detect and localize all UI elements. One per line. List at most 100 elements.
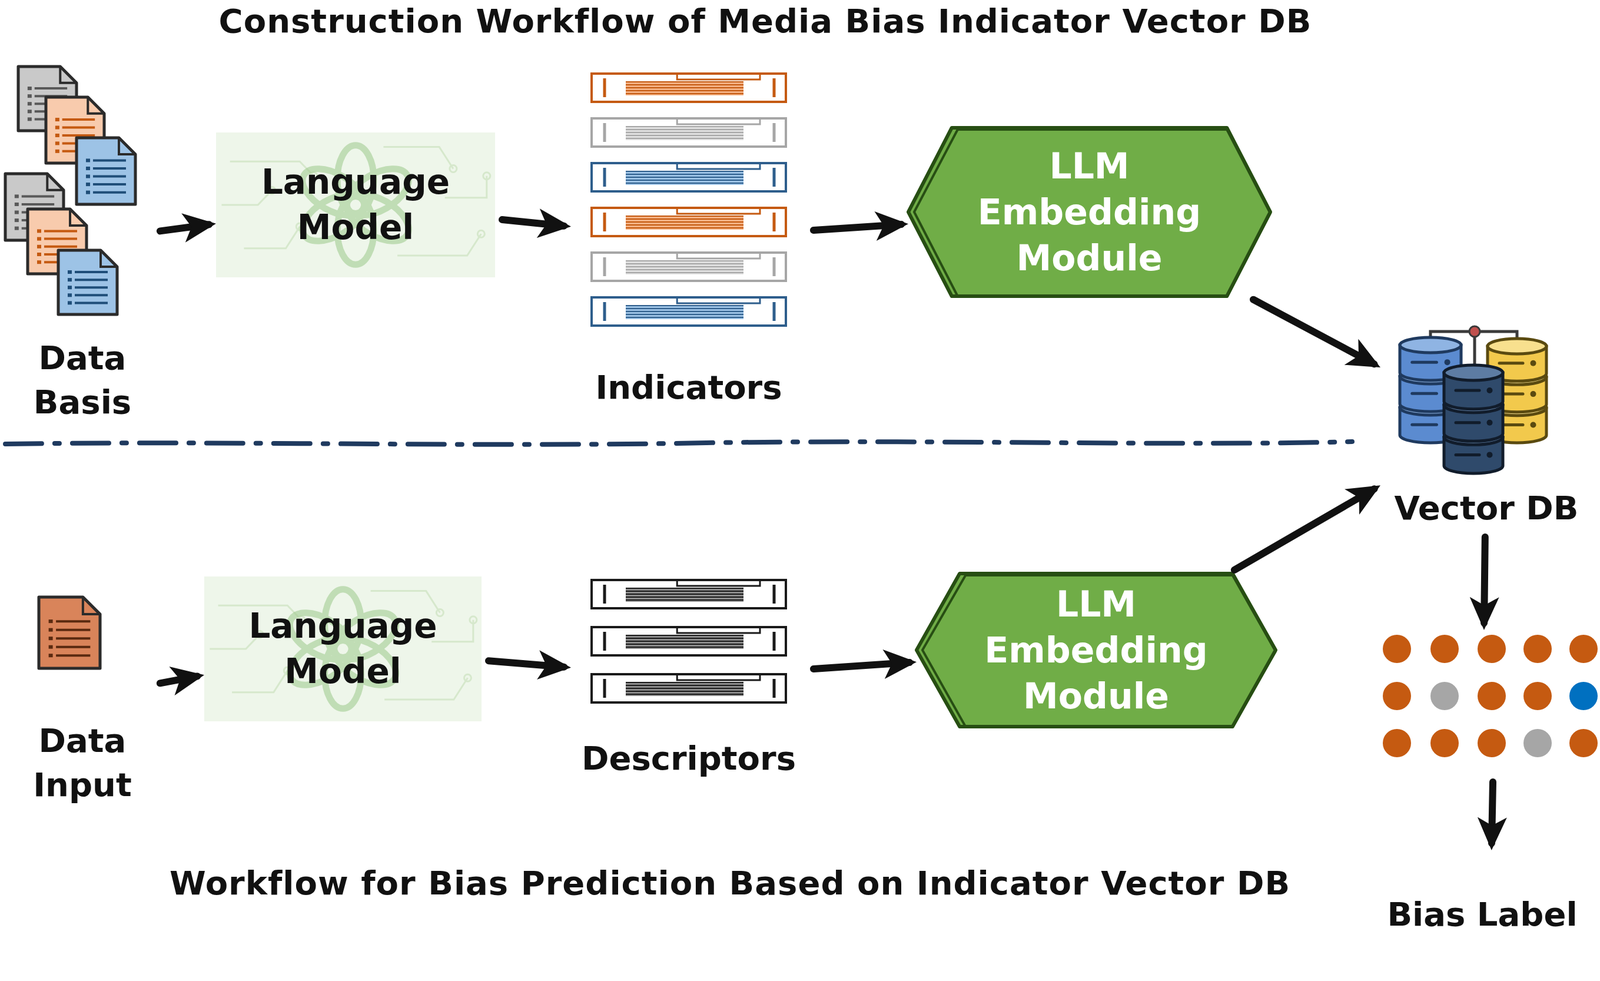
text-holder: Language Model [216,132,496,278]
indicator-strip [591,626,786,656]
strip-bar [603,584,607,604]
text-holder: Data Basis [11,336,154,424]
circuit-trace [243,226,300,249]
text-bullet [85,158,91,162]
text-line [55,636,91,640]
strip-fill [625,81,744,96]
descriptor-stack: Descriptors [571,573,807,780]
section-heading: Workflow for Bias Prediction Based on In… [52,862,1407,903]
database-cylinder [1444,364,1503,474]
strip-fill [625,587,744,602]
strip-hatch [625,227,744,229]
strip-fill [625,125,744,141]
text-bullet [85,166,91,171]
strip-bar [603,631,607,651]
text-line [21,203,55,206]
cylinder-stripe [1412,423,1437,427]
strip-notch [676,208,760,214]
page-fold [83,596,101,614]
strip-bar [772,257,776,277]
node-label: Descriptors [571,736,807,780]
strip-bar [772,631,776,651]
strip-bar [772,123,776,142]
indicator-strip [591,207,786,237]
node-label: Data Input [11,718,154,807]
text-bullet [55,133,60,138]
cylinder-light [1444,359,1451,365]
prediction-dot [1569,728,1598,758]
hexagon-sketch [922,575,1276,727]
strip-hatch [625,179,744,181]
document-sheet [58,250,118,315]
strip-bar [772,678,776,698]
text-line [44,229,78,232]
strip-hatch [625,137,744,139]
circuit-pattern [221,147,490,257]
strip-hatch [625,131,744,134]
node-label: Language Model [239,159,472,251]
model-backdrop [216,132,496,278]
strip-hatch [625,90,744,92]
page-fold [60,66,77,84]
model-backdrop [204,576,482,722]
language-model-box: Language Model [216,132,496,278]
text-bullet [37,228,42,233]
flow-arrow [488,660,564,667]
indicator-strip [591,674,786,703]
strip-bar [772,301,776,321]
node-label: LLM Embedding Module [966,143,1214,281]
cylinder-light [1530,421,1537,428]
bias-output: Bias Label [1364,629,1600,936]
strip-hatch [625,316,744,318]
prediction-dot [1569,681,1598,710]
strip-notch [676,74,760,80]
prediction-dot [1523,681,1552,710]
text-holder: Data Input [11,718,154,807]
strip-bar [603,78,607,98]
strip-bar [603,123,607,142]
strip-notch [676,675,760,680]
strip-hatch [625,590,744,592]
text-bullet [55,125,60,130]
strip-hatch [625,224,744,226]
strip-hatch [625,693,744,695]
prediction-dot [1477,634,1506,663]
strip-bar [603,167,607,187]
node-label: LLM Embedding Module [972,581,1220,719]
text-bullet [85,182,91,187]
prediction-dot [1382,681,1412,710]
text-line [62,118,95,121]
strip-fill [625,634,744,649]
prediction-dot [1382,634,1412,663]
strip-frame [591,252,786,281]
strip-hatch [625,81,744,83]
text-bullet [67,300,72,305]
indicator-strip [591,118,786,147]
strip-bar [603,678,607,698]
prediction-dot [1523,634,1552,663]
strip-hatch [625,304,744,307]
node-label: Bias Label [1364,892,1600,936]
strip-hatch [625,643,744,645]
strip-hatch [625,313,744,315]
text-bullet [48,636,53,640]
prediction-dot [1430,634,1459,663]
text-line [93,183,126,186]
document-sheet [76,137,136,205]
strip-bar [603,212,607,232]
text-bullet [48,653,53,657]
strip-bar [772,78,776,98]
circuit-trace [231,670,288,693]
text-line [62,134,95,137]
indicator-strip [591,163,786,192]
strip-hatch [625,640,744,642]
text-holder: Bias Label [1364,892,1600,936]
node-label: Data Basis [11,336,154,424]
strip-notch [676,628,760,633]
text-bullet [48,628,53,632]
data-input: Data Input [11,588,154,807]
indicator-strip [591,73,786,102]
embedding-hexagon: LLM Embedding Module [916,573,1276,727]
strip-frame [591,118,786,147]
